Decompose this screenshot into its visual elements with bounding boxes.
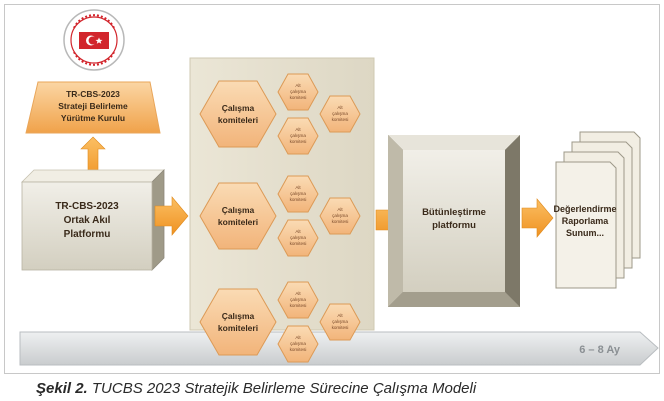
subcommittee-label-line3: komitesi (332, 325, 349, 330)
committee-label-line1: Çalışma (222, 103, 255, 113)
evaluation-line3: Sunum... (566, 228, 604, 238)
subcommittee-label-line1: Alt (337, 105, 343, 110)
svg-text:Ortak Akıl: Ortak Akıl (64, 215, 111, 226)
subcommittee-label-line1: Alt (295, 127, 301, 132)
committee-label-line2: komiteleri (218, 323, 258, 333)
committee-group: ÇalışmakomiteleriAltçalışmakomitesiAltça… (199, 73, 361, 155)
caption-text: TUCBS 2023 Stratejik Belirleme Sürecine … (87, 380, 477, 397)
committee-label-line2: komiteleri (218, 115, 258, 125)
arrow-to-evaluation (521, 198, 554, 238)
subcommittee-hexagon (277, 175, 319, 213)
steering-line3: Yürütme Kurulu (61, 113, 125, 123)
subcommittee-label-line3: komitesi (332, 117, 349, 122)
subcommittee-hexagon (319, 95, 361, 133)
svg-text:Raporlama: Raporlama (562, 216, 610, 226)
steering-line1: TR-CBS-2023 (66, 89, 120, 99)
svg-text:Strateji Belirleme: Strateji Belirleme (58, 101, 128, 111)
committee-group: ÇalışmakomiteleriAltçalışmakomitesiAltça… (199, 175, 361, 257)
svg-text:platformu: platformu (432, 220, 476, 231)
subcommittee-label-line2: çalışma (290, 133, 306, 138)
subcommittee-label-line1: Alt (337, 313, 343, 318)
timeline-arrow: 6 – 8 Ay (19, 331, 659, 366)
subcommittee-hexagon (277, 219, 319, 257)
svg-text:Platformu: Platformu (64, 229, 111, 240)
platform-line1: TR-CBS-2023 (55, 201, 119, 212)
integration-line1: Bütünleştirme (422, 207, 486, 218)
subcommittee-label-line3: komitesi (290, 95, 307, 100)
svg-text:Sunum...: Sunum... (566, 228, 604, 238)
arrow-to-committees (154, 196, 189, 236)
subcommittee-label-line2: çalışma (290, 89, 306, 94)
committee-groups: ÇalışmakomiteleriAltçalışmakomitesiAltça… (199, 73, 361, 363)
platform-line3: Platformu (64, 229, 111, 240)
platform-box: TR-CBS-2023 Ortak Akıl Platformu (21, 169, 165, 271)
integration-line2: platformu (432, 220, 476, 231)
subcommittee-label-line1: Alt (337, 207, 343, 212)
svg-text:TR-CBS-2023: TR-CBS-2023 (55, 201, 119, 212)
svg-text:Bütünleştirme: Bütünleştirme (422, 207, 486, 218)
subcommittee-label-line1: Alt (295, 335, 301, 340)
committee-label-line1: Çalışma (222, 205, 255, 215)
integration-platform-box: Bütünleştirme platformu (388, 135, 520, 307)
subcommittee-label-line1: Alt (295, 83, 301, 88)
svg-text:Yürütme Kurulu: Yürütme Kurulu (61, 113, 125, 123)
subcommittee-label-line2: çalışma (332, 319, 348, 324)
evaluation-documents: Değerlendirme Raporlama Sunum... (553, 131, 641, 289)
emblem-seal (63, 9, 125, 71)
evaluation-line1: Değerlendirme (553, 204, 616, 214)
svg-text:Değerlendirme: Değerlendirme (553, 204, 616, 214)
subcommittee-label-line2: çalışma (290, 235, 306, 240)
subcommittee-hexagon (277, 281, 319, 319)
subcommittee-label-line1: Alt (295, 229, 301, 234)
svg-text:TR-CBS-2023: TR-CBS-2023 (66, 89, 120, 99)
subcommittee-label-line3: komitesi (290, 139, 307, 144)
committee-hexagon (199, 288, 277, 356)
subcommittee-label-line3: komitesi (332, 219, 349, 224)
subcommittee-hexagon (277, 325, 319, 363)
subcommittee-hexagon (319, 303, 361, 341)
platform-line2: Ortak Akıl (64, 215, 111, 226)
process-diagram: 6 – 8 Ay TR-CBS-2023 Strateji Belirleme … (19, 9, 659, 366)
committee-label-line1: Çalışma (222, 311, 255, 321)
subcommittee-label-line2: çalışma (332, 111, 348, 116)
subcommittee-hexagon (277, 117, 319, 155)
subcommittee-label-line1: Alt (295, 291, 301, 296)
subcommittee-label-line3: komitesi (290, 303, 307, 308)
committee-hexagon (199, 80, 277, 148)
caption-prefix: Şekil 2. (36, 380, 88, 397)
subcommittee-label-line2: çalışma (290, 341, 306, 346)
timeline-label: 6 – 8 Ay (579, 344, 621, 356)
subcommittee-hexagon (319, 197, 361, 235)
steering-line2: Strateji Belirleme (58, 101, 128, 111)
committee-hexagon (199, 182, 277, 250)
committee-group: ÇalışmakomiteleriAltçalışmakomitesiAltça… (199, 281, 361, 363)
evaluation-line2: Raporlama (562, 216, 610, 226)
subcommittee-label-line2: çalışma (290, 297, 306, 302)
figure-caption: Şekil 2. TUCBS 2023 Stratejik Belirleme … (36, 380, 476, 397)
subcommittee-label-line2: çalışma (332, 213, 348, 218)
subcommittee-hexagon (277, 73, 319, 111)
steering-committee-box: TR-CBS-2023 Strateji Belirleme Yürütme K… (25, 81, 161, 134)
subcommittee-label-line2: çalışma (290, 191, 306, 196)
subcommittee-label-line3: komitesi (290, 241, 307, 246)
committee-label-line2: komiteleri (218, 217, 258, 227)
subcommittee-label-line3: komitesi (290, 347, 307, 352)
subcommittee-label-line3: komitesi (290, 197, 307, 202)
subcommittee-label-line1: Alt (295, 185, 301, 190)
